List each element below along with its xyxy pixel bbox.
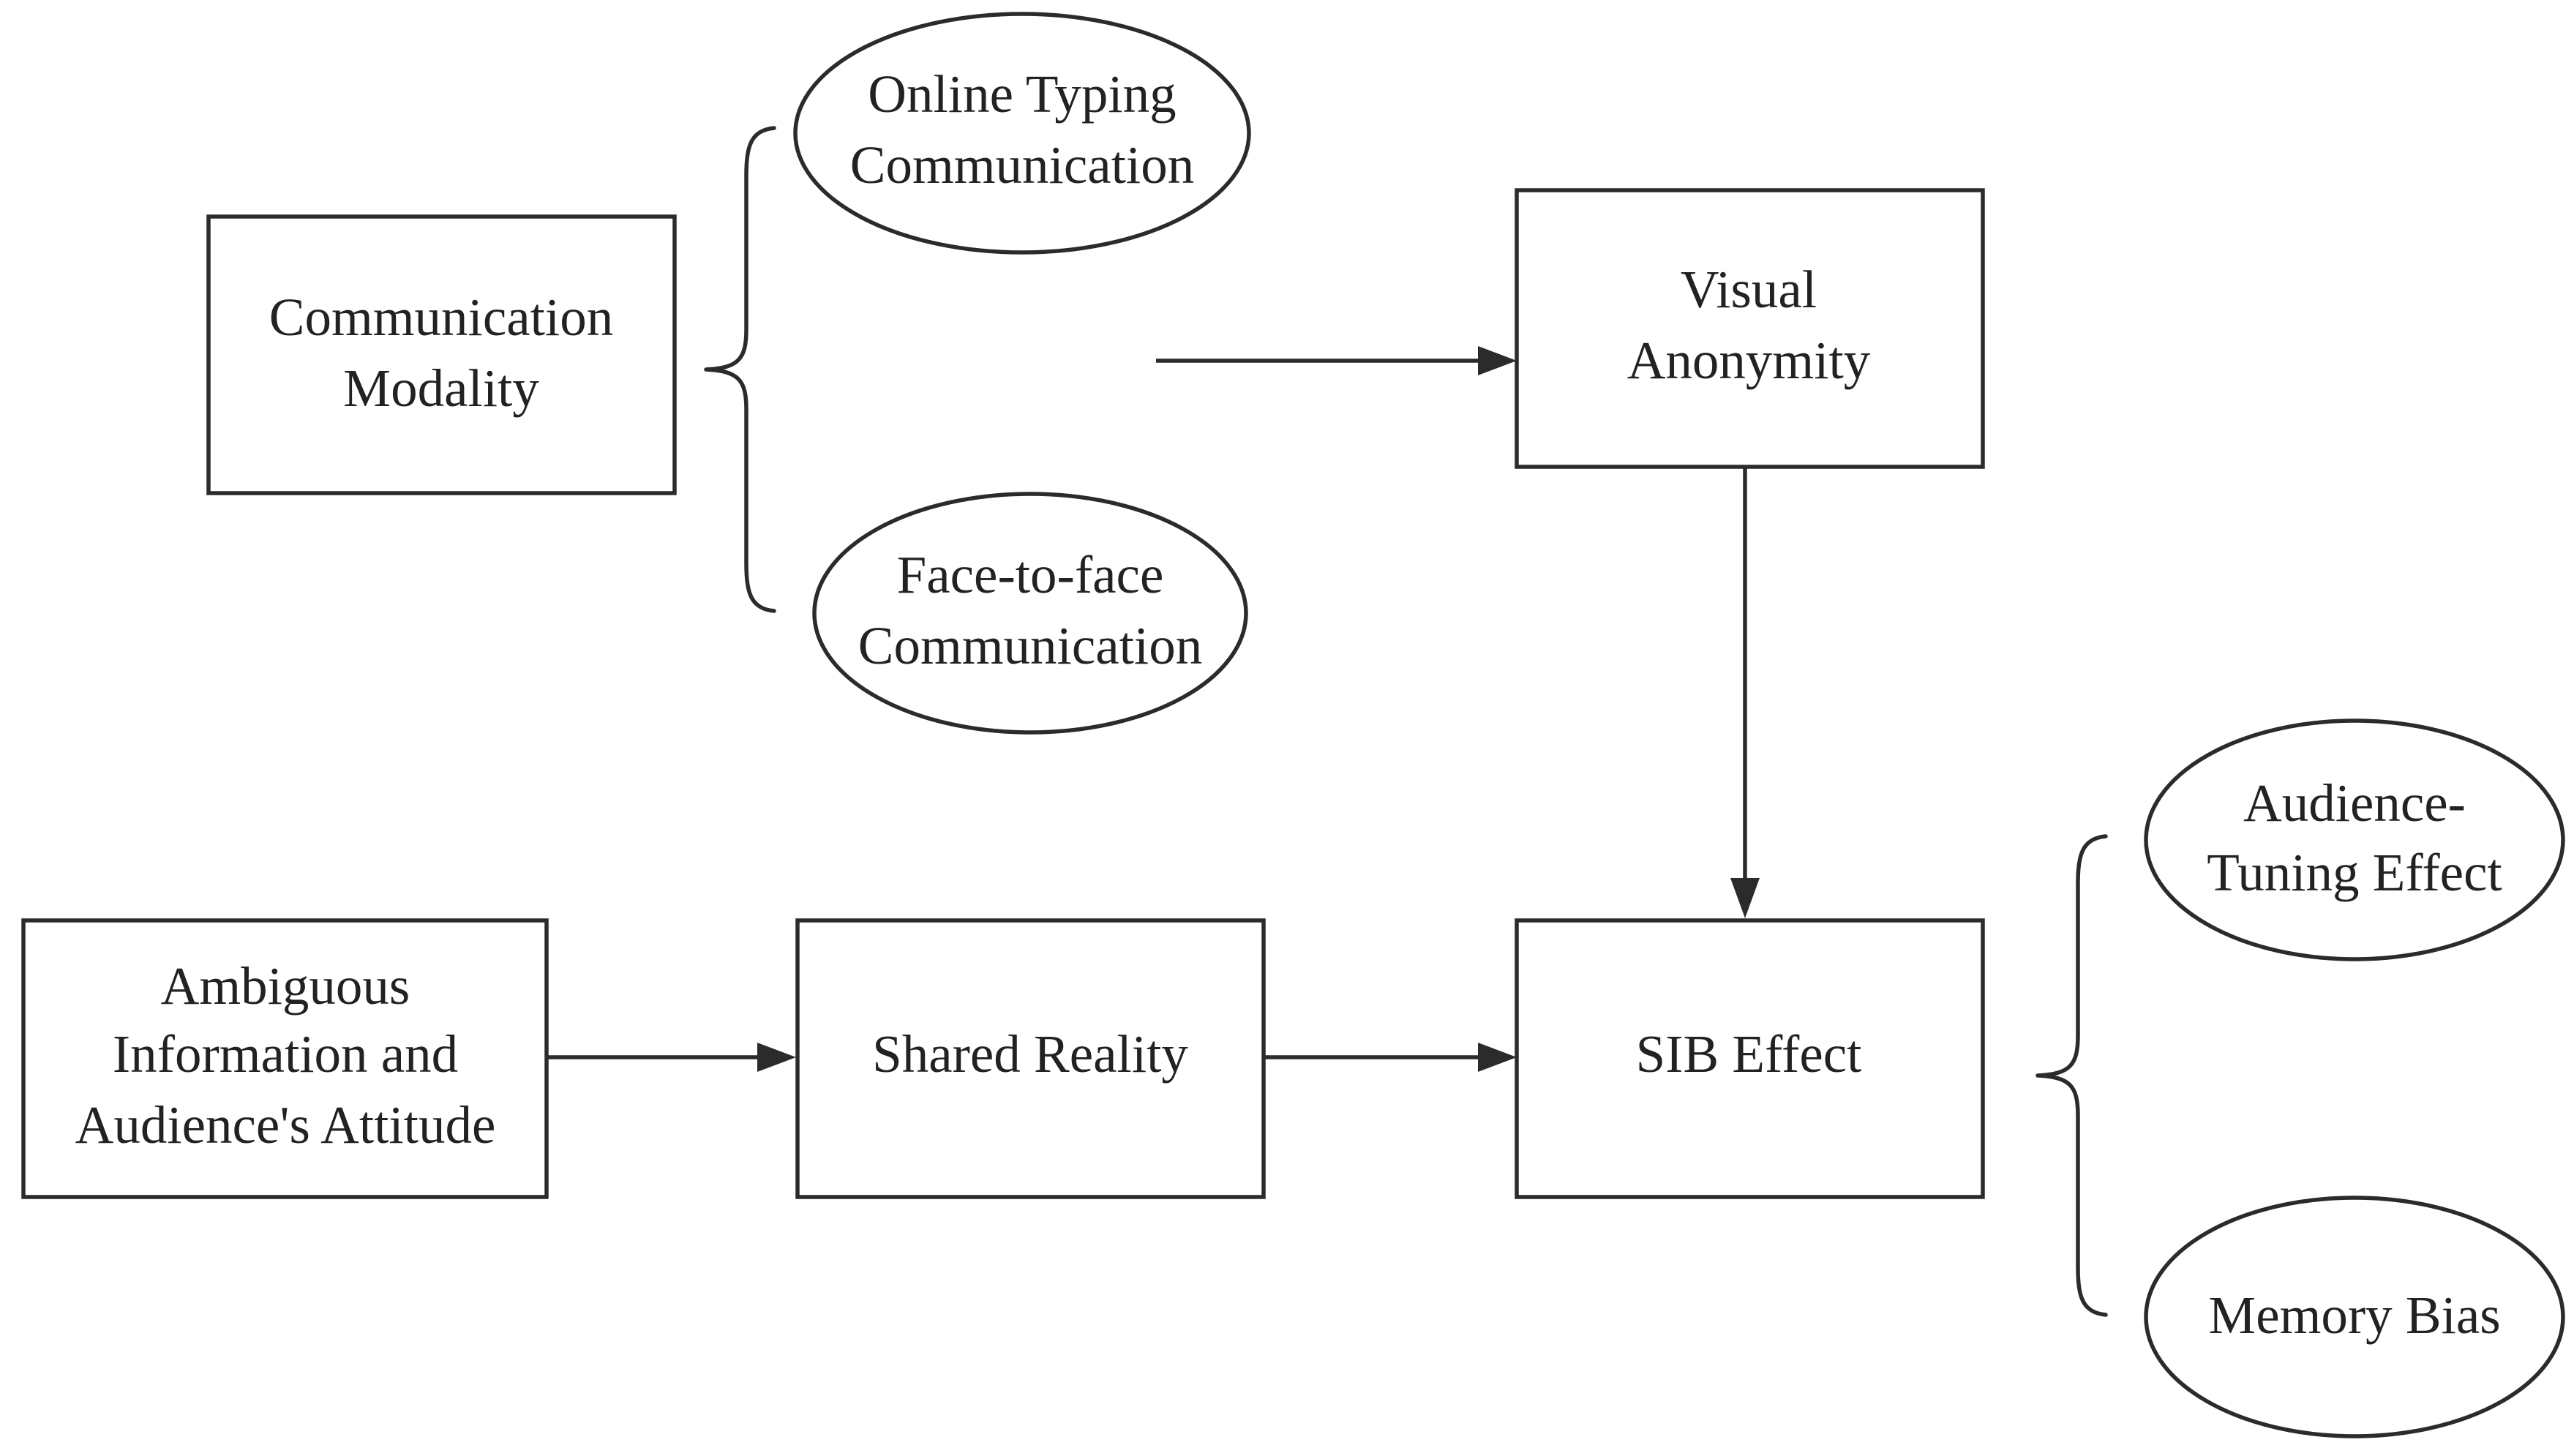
node-shared-reality: Shared Reality <box>795 918 1266 1199</box>
node-face-to-face: Face-to-face Communication <box>812 492 1248 735</box>
node-online-typing-line-2: Communication <box>850 135 1194 195</box>
node-visual-anonymity: Visual Anonymity <box>1515 188 1985 469</box>
node-audience-tuning-line-1: Audience- <box>2243 773 2466 833</box>
edge-ambiguous-to-shared-reality <box>547 1043 796 1072</box>
edge-shared-reality-to-sib-effect <box>1264 1043 1517 1072</box>
node-shared-reality-line-1: Shared Reality <box>872 1024 1188 1084</box>
sib-outcome-brace <box>2035 834 2108 1317</box>
edge-visual-anonymity-to-sib-effect <box>1730 466 1760 918</box>
node-memory-bias-line-1: Memory Bias <box>2208 1286 2500 1345</box>
node-online-typing: Online Typing Communication <box>793 12 1251 255</box>
node-visual-anonymity-line-1: Visual <box>1681 260 1817 319</box>
node-face-to-face-line-1: Face-to-face <box>897 545 1164 604</box>
node-face-to-face-line-2: Communication <box>858 616 1202 675</box>
node-audience-tuning-line-2: Tuning Effect <box>2207 843 2502 902</box>
node-memory-bias: Memory Bias <box>2144 1196 2565 1438</box>
node-sib-effect-line-1: SIB Effect <box>1636 1024 1862 1084</box>
node-sib-effect: SIB Effect <box>1515 918 1985 1199</box>
node-communication-modality: Communication Modality <box>206 214 677 495</box>
node-ambiguous-information: Ambiguous Information and Audience's Att… <box>21 918 549 1199</box>
node-online-typing-line-1: Online Typing <box>868 64 1176 124</box>
node-visual-anonymity-line-2: Anonymity <box>1627 331 1871 390</box>
node-communication-modality-line-1: Communication <box>269 288 613 347</box>
node-communication-modality-line-2: Modality <box>343 359 539 418</box>
node-ambiguous-information-line-3: Audience's Attitude <box>75 1095 496 1155</box>
node-ambiguous-information-line-2: Information and <box>113 1024 458 1084</box>
edge-modality-to-visual-anonymity <box>1156 346 1517 375</box>
modality-brace <box>704 126 776 613</box>
node-ambiguous-information-line-1: Ambiguous <box>161 956 410 1016</box>
node-audience-tuning: Audience- Tuning Effect <box>2144 718 2565 961</box>
